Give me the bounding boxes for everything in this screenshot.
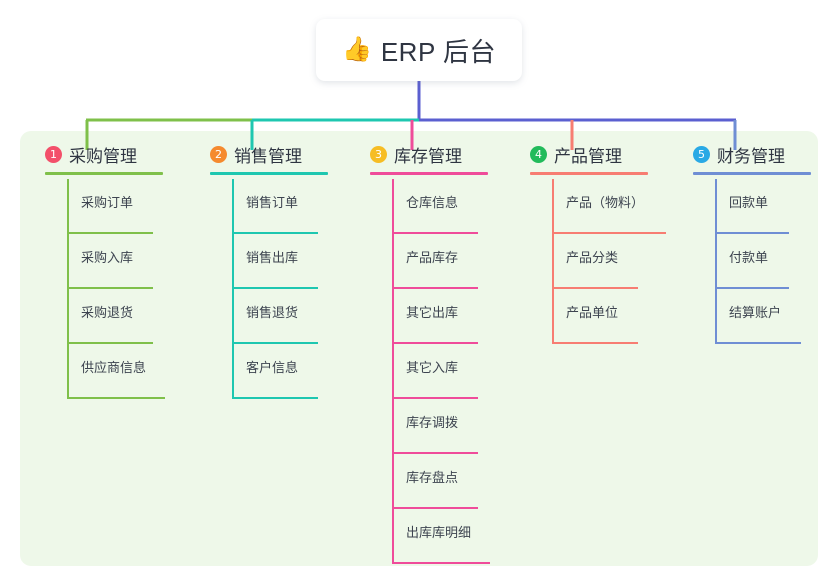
item-underline: [715, 342, 801, 344]
item-connector-line: [392, 399, 394, 454]
branch-badge-5: 5: [693, 146, 710, 163]
branch-header-2[interactable]: 2 销售管理: [210, 142, 302, 167]
branch-title-3: 库存管理: [394, 147, 462, 166]
item-label: 库存盘点: [406, 470, 459, 485]
item-underline: [552, 287, 638, 289]
item-label: 客户信息: [246, 360, 299, 375]
item-connector-line: [552, 289, 554, 344]
item-label: 销售出库: [246, 250, 299, 265]
branch-title-4: 产品管理: [554, 147, 622, 166]
item-connector-line: [67, 179, 69, 234]
item-underline: [392, 452, 478, 454]
thumbs-up-icon: 👍: [341, 36, 372, 63]
item-underline: [232, 232, 318, 234]
root-node[interactable]: 👍 ERP 后台: [316, 19, 522, 81]
item-label: 出库库明细: [406, 525, 472, 540]
item-underline: [392, 287, 478, 289]
branch-underline-2: [210, 172, 328, 175]
item-underline: [392, 562, 490, 564]
branch-header-1[interactable]: 1 采购管理: [45, 142, 137, 167]
item-label: 付款单: [729, 250, 769, 265]
item-label: 其它出库: [406, 305, 459, 320]
item-label: 仓库信息: [406, 195, 459, 210]
item-label: 采购订单: [81, 195, 134, 210]
branch-title-2: 销售管理: [234, 147, 302, 166]
item-underline: [392, 507, 478, 509]
item-label: 库存调拨: [406, 415, 459, 430]
item-connector-line: [232, 289, 234, 344]
item-underline: [715, 232, 789, 234]
item-connector-line: [67, 344, 69, 399]
item-connector-line: [715, 289, 717, 344]
branch-header-3[interactable]: 3 库存管理: [370, 142, 462, 167]
item-underline: [552, 232, 666, 234]
branch-underline-1: [45, 172, 163, 175]
item-connector-line: [392, 344, 394, 399]
item-underline: [552, 342, 638, 344]
item-connector-line: [392, 289, 394, 344]
branch-header-4[interactable]: 4 产品管理: [530, 142, 622, 167]
item-label: 产品库存: [406, 250, 459, 265]
branch-header-5[interactable]: 5 财务管理: [693, 142, 785, 167]
item-connector-line: [392, 234, 394, 289]
item-label: 供应商信息: [81, 360, 147, 375]
branch-title-1: 采购管理: [69, 147, 137, 166]
item-label: 结算账户: [729, 305, 782, 320]
item-connector-line: [232, 344, 234, 399]
item-underline: [67, 342, 153, 344]
item-connector-line: [232, 234, 234, 289]
branch-underline-4: [530, 172, 648, 175]
item-connector-line: [715, 234, 717, 289]
item-underline: [232, 287, 318, 289]
branch-badge-3: 3: [370, 146, 387, 163]
item-underline: [392, 397, 478, 399]
item-connector-line: [232, 179, 234, 234]
item-underline: [392, 342, 478, 344]
item-underline: [232, 342, 318, 344]
item-connector-line: [715, 179, 717, 234]
item-label: 回款单: [729, 195, 769, 210]
item-label: 采购退货: [81, 305, 134, 320]
branch-underline-5: [693, 172, 811, 175]
item-label: 产品分类: [566, 250, 619, 265]
item-label: 产品单位: [566, 305, 619, 320]
item-label: 销售订单: [246, 195, 299, 210]
item-connector-line: [392, 454, 394, 509]
branch-underline-3: [370, 172, 488, 175]
item-label: 其它入库: [406, 360, 459, 375]
branches-panel: [20, 131, 818, 566]
branch-badge-2: 2: [210, 146, 227, 163]
item-label: 采购入库: [81, 250, 134, 265]
item-label: 销售退货: [246, 305, 299, 320]
root-title: ERP 后台: [380, 36, 497, 67]
item-underline: [715, 287, 789, 289]
branch-title-5: 财务管理: [717, 147, 785, 166]
item-connector-line: [392, 509, 394, 564]
item-underline: [392, 232, 478, 234]
item-underline: [232, 397, 318, 399]
item-underline: [67, 397, 165, 399]
item-connector-line: [552, 179, 554, 234]
branch-badge-4: 4: [530, 146, 547, 163]
branch-columns: 1 采购管理采购订单采购入库采购退货供应商信息 2 销售管理销售订单销售出库销售退货客…: [20, 131, 818, 566]
item-connector-line: [67, 234, 69, 289]
item-label: 产品（物料）: [566, 195, 645, 210]
item-connector-line: [392, 179, 394, 234]
item-underline: [67, 232, 153, 234]
branch-badge-1: 1: [45, 146, 62, 163]
item-underline: [67, 287, 153, 289]
item-connector-line: [67, 289, 69, 344]
item-connector-line: [552, 234, 554, 289]
